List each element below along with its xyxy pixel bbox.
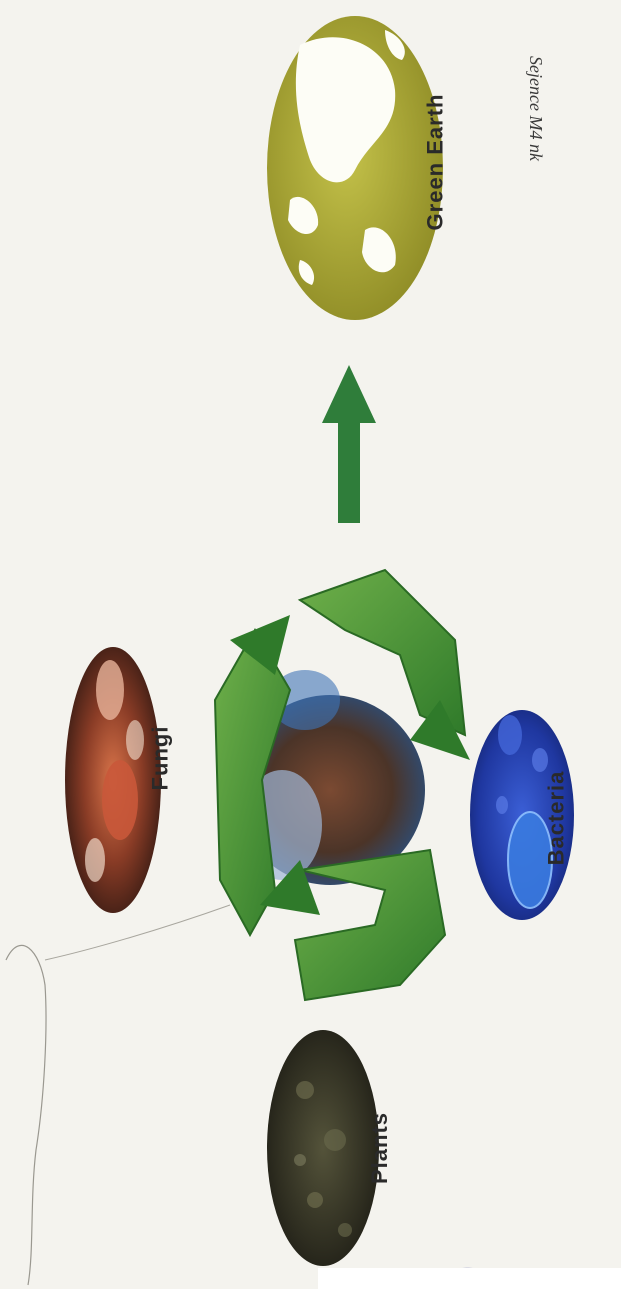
plants-image	[267, 1030, 379, 1266]
recycle-symbol	[215, 570, 470, 1000]
pencil-line-2	[45, 905, 230, 960]
pencil-line	[6, 945, 46, 1285]
green-earth-label: Green Earth	[422, 94, 448, 231]
flow-arrow	[322, 365, 376, 523]
paper-tear	[318, 1268, 621, 1289]
fungi-label: Fungi	[147, 726, 173, 791]
bacteria-label: Bacteria	[543, 771, 569, 866]
signature: Sejence M4 nk	[524, 56, 545, 161]
plants-label: Plants	[367, 1112, 393, 1184]
green-earth-globe	[267, 16, 443, 320]
